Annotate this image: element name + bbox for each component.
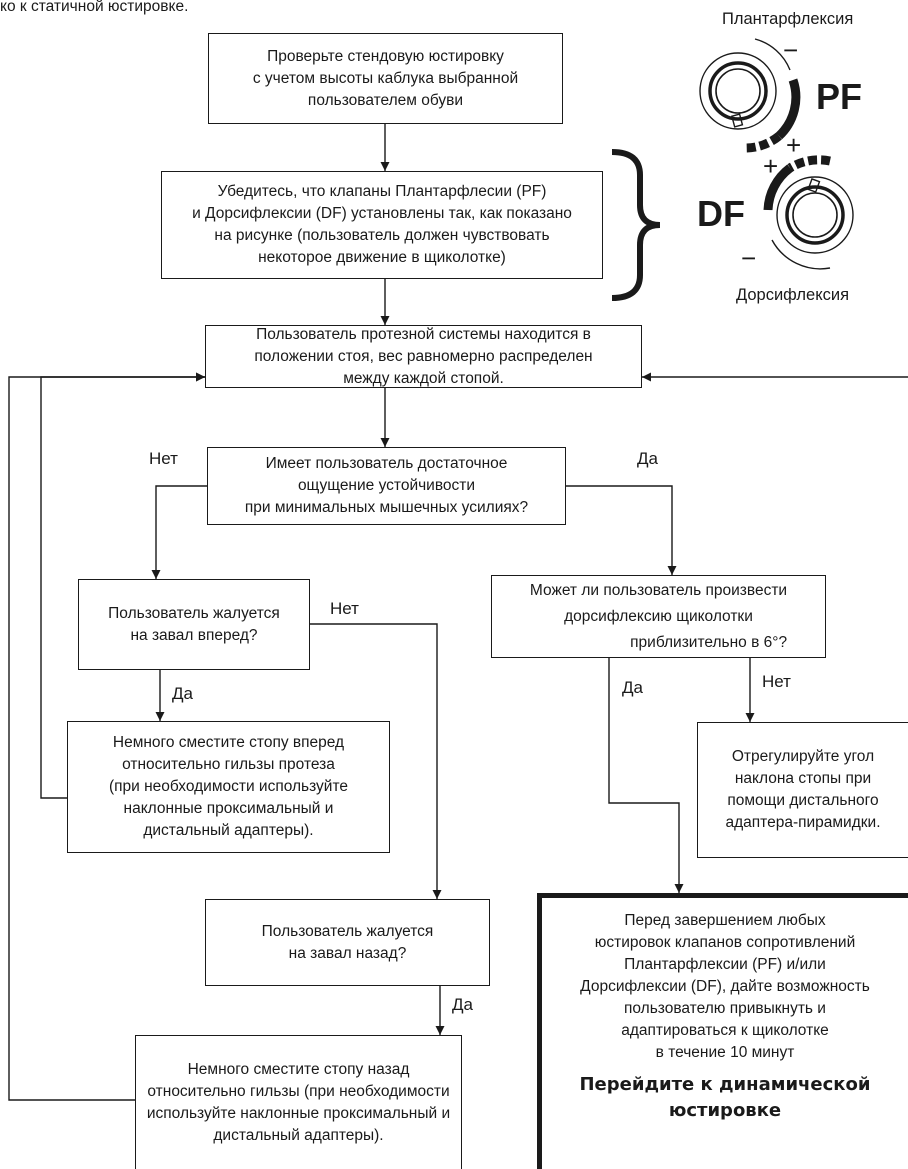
final-line-7: в течение 10 минут <box>655 1044 795 1061</box>
label-yes-forward: Да <box>172 684 193 703</box>
dorsi-q-line-2: дорсифлексию щиколотки <box>564 607 753 625</box>
final-line-2: юстировок клапанов сопротивлений <box>594 934 856 951</box>
final-line-6: адаптироваться к щиколотке <box>621 1022 829 1039</box>
backward-q-line-1: Пользователь жалуется <box>261 922 434 940</box>
final-action-line-1: Перейдите к динамической <box>579 1074 871 1095</box>
dorsi-q-line-3: приблизительно в 6°? <box>630 633 788 651</box>
label-no-dorsiflex: Нет <box>762 672 791 691</box>
ensure-line-3: на рисунке (пользователь должен чувствов… <box>214 227 550 244</box>
pf-caption: Плантарфлексия <box>722 10 854 28</box>
final-line-1: Перед завершением любых <box>624 912 826 929</box>
dorsi-q-line-1: Может ли пользователь произвести <box>529 581 788 599</box>
move-back-line-1: Немного сместите стопу назад <box>187 1060 410 1078</box>
adjust-line-4: адаптера-пирамидки. <box>725 814 881 831</box>
pf-plus: + <box>786 130 802 160</box>
move-back-line-3: используйте наклонные проксимальный и <box>146 1104 451 1122</box>
move-fwd-line-4: наклонные проксимальный и <box>123 800 334 817</box>
move-fwd-line-2: относительно гильзы протеза <box>122 756 335 773</box>
ensure-line-4: некоторое движение в щиколотке) <box>258 249 506 266</box>
arrow-dorsiflex-yes <box>608 658 684 893</box>
move-back-line-2: относительно гильзы (при необходимости <box>147 1082 450 1100</box>
loop-move-backward <box>8 372 205 1101</box>
move-back-line-4: дистальный адаптеры). <box>213 1126 384 1144</box>
standing-box: Пользователь протезной системы находится… <box>205 325 642 388</box>
label-yes-backward: Да <box>452 995 473 1014</box>
arrow-no-to-forward <box>151 485 207 579</box>
pf-label: PF <box>816 76 863 117</box>
move-forward-box: Немного сместите стопу вперед относитель… <box>67 721 390 853</box>
final-note-box: Перед завершением любых юстировок клапан… <box>537 893 908 1169</box>
move-fwd-line-1: Немного сместите стопу вперед <box>112 734 345 751</box>
stability-line-3: при минимальных мышечных усилиях? <box>244 499 529 516</box>
backward-q-line-2: на завал назад? <box>288 944 407 962</box>
arrow-forward-no <box>310 623 442 899</box>
forward-fall-question-box: Пользователь жалуется на завал вперед? <box>78 579 310 670</box>
label-no-forward: Нет <box>330 599 359 618</box>
check-alignment-box: Проверьте стендовую юстировку с учетом в… <box>208 33 563 124</box>
final-line-5: пользователю привыкнуть и <box>624 1000 826 1017</box>
move-fwd-line-3: (при необходимости используйте <box>108 778 349 795</box>
df-caption: Дорсифлексия <box>736 286 850 304</box>
move-fwd-line-5: дистальный адаптеры). <box>143 822 314 839</box>
forward-q-line-2: на завал вперед? <box>130 626 258 644</box>
move-backward-box: Немного сместите стопу назад относительн… <box>135 1035 462 1169</box>
ensure-line-2: и Дорсифлексии (DF) установлены так, как… <box>192 205 572 222</box>
final-action-line-2: юстировке <box>668 1100 782 1121</box>
df-valve-icon <box>763 155 854 270</box>
check-line-2: с учетом высоты каблука выбранной <box>252 69 519 87</box>
standing-line-2: положении стоя, вес равномерно распредел… <box>254 347 593 365</box>
forward-q-line-1: Пользователь жалуется <box>108 604 280 622</box>
check-line-3: пользователем обуви <box>307 91 464 109</box>
adjust-line-2: наклона стопы при <box>734 770 872 787</box>
check-line-1: Проверьте стендовую юстировку <box>267 47 504 65</box>
curly-brace <box>611 149 661 301</box>
df-minus: − <box>741 243 757 273</box>
label-yes-stability: Да <box>637 449 658 468</box>
ensure-line-1: Убедитесь, что клапаны Плантарфлесии (PF… <box>217 183 547 200</box>
final-line-3: Плантарфлексии (PF) и/или <box>624 956 826 973</box>
label-no-stability: Нет <box>149 449 178 468</box>
dorsiflex-question-box: Может ли пользователь произвести дорсифл… <box>491 575 826 658</box>
stability-line-2: ощущение устойчивости <box>297 477 476 494</box>
ensure-valves-box: Убедитесь, что клапаны Плантарфлесии (PF… <box>161 171 603 279</box>
df-plus: + <box>763 151 779 181</box>
standing-line-1: Пользователь протезной системы находится… <box>256 325 591 343</box>
stability-line-1: Имеет пользователь достаточное <box>265 455 508 472</box>
adjust-line-3: помощи дистального <box>727 792 879 809</box>
adjust-angle-box: Отрегулируйте угол наклона стопы при пом… <box>697 722 908 858</box>
final-line-4: Дорсифлексии (DF), дайте возможность <box>580 978 870 995</box>
pf-valve-icon <box>699 38 801 153</box>
backward-fall-question-box: Пользователь жалуется на завал назад? <box>205 899 490 986</box>
adjust-line-1: Отрегулируйте угол <box>731 748 875 765</box>
standing-line-3: между каждой стопой. <box>343 369 504 387</box>
intro-text: ко к статичной юстировке. <box>0 0 189 15</box>
stability-question-box: Имеет пользователь достаточное ощущение … <box>207 447 566 525</box>
arrow-yes-to-dorsiflex <box>566 485 677 575</box>
label-yes-dorsiflex: Да <box>622 678 643 697</box>
df-label: DF <box>697 193 745 234</box>
pf-minus: − <box>783 35 799 65</box>
